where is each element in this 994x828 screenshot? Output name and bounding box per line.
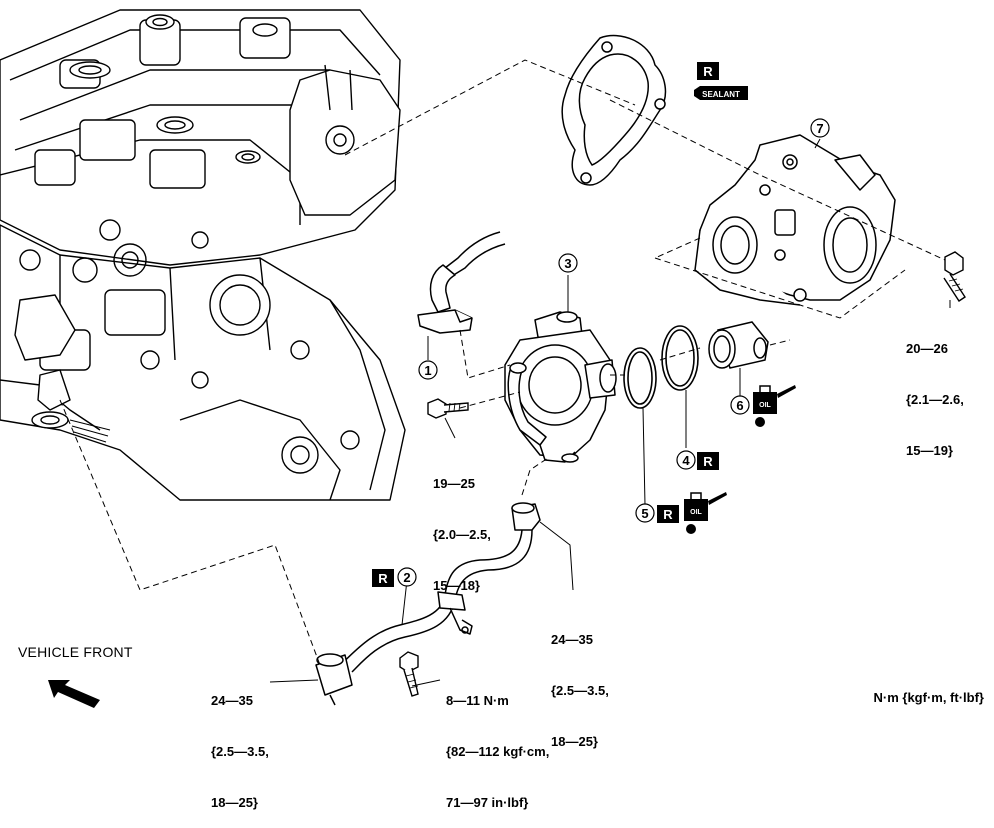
callout-4-number: 4	[682, 453, 690, 468]
unit-note: N·m {kgf·m, ft·lbf}	[873, 690, 985, 705]
callout-5-number: 5	[641, 506, 648, 521]
torque-clamp-bolt: 8—11 N·m {82—112 kgf·cm, 71—97 in·lbf}	[446, 693, 550, 810]
callout-5: 5	[635, 503, 655, 523]
water-pipe	[315, 502, 541, 706]
callout-6: 6	[730, 395, 750, 415]
vehicle-front-label: VEHICLE FRONT	[18, 644, 133, 660]
engine-block	[0, 9, 406, 501]
callout-7-number: 7	[816, 121, 823, 136]
vehicle-front-arrow-icon	[48, 680, 100, 708]
callout-3: 3	[558, 253, 578, 273]
gasket	[561, 34, 667, 186]
callout-1-number: 1	[424, 363, 431, 378]
exploded-diagram: 1 2 3 4 5 6 7 R R R R	[0, 9, 966, 708]
svg-text:R: R	[378, 571, 388, 586]
sleeve	[708, 321, 769, 369]
callout-3-number: 3	[564, 256, 571, 271]
assembly-lines	[59, 59, 946, 666]
leader-lines	[269, 138, 951, 687]
torque-housing-bolt: 20—26 {2.1—2.6, 15—19}	[906, 341, 964, 458]
replace-badge-gasket: R	[697, 62, 719, 80]
pump-bolt	[427, 398, 469, 419]
torque-pipe-lower: 24—35 {2.5—3.5, 18—25}	[211, 693, 269, 810]
replace-badge-4: R	[697, 452, 719, 470]
callout-6-number: 6	[736, 398, 743, 413]
svg-text:OIL: OIL	[690, 509, 702, 516]
callout-7: 7	[810, 118, 830, 138]
pump-housing	[694, 134, 896, 306]
callout-1: 1	[418, 360, 438, 380]
svg-text:R: R	[663, 507, 673, 522]
oil-can-icon-5: OIL	[684, 492, 727, 534]
callout-2-number: 2	[403, 570, 410, 585]
svg-text:OIL: OIL	[759, 402, 771, 409]
svg-text:R: R	[703, 64, 713, 79]
replace-badge-2: R	[372, 569, 394, 587]
sealant-tube-icon: SEALANT	[694, 86, 748, 100]
housing-bolt	[943, 251, 966, 302]
replace-badge-5: R	[657, 505, 679, 523]
torque-pump-bolt: 19—25 {2.0—2.5, 15—18}	[433, 476, 491, 593]
svg-text:SEALANT: SEALANT	[702, 90, 740, 99]
pump-assembly	[504, 311, 617, 463]
callout-2: 2	[397, 567, 417, 587]
o-rings	[623, 325, 699, 409]
oil-can-icon-6: OIL	[753, 385, 796, 427]
clamp-bolt	[399, 651, 419, 697]
hose-bracket	[417, 231, 506, 334]
callout-4: 4	[676, 450, 696, 470]
svg-text:R: R	[703, 454, 713, 469]
torque-pipe-upper: 24—35 {2.5—3.5, 18—25}	[551, 632, 609, 749]
